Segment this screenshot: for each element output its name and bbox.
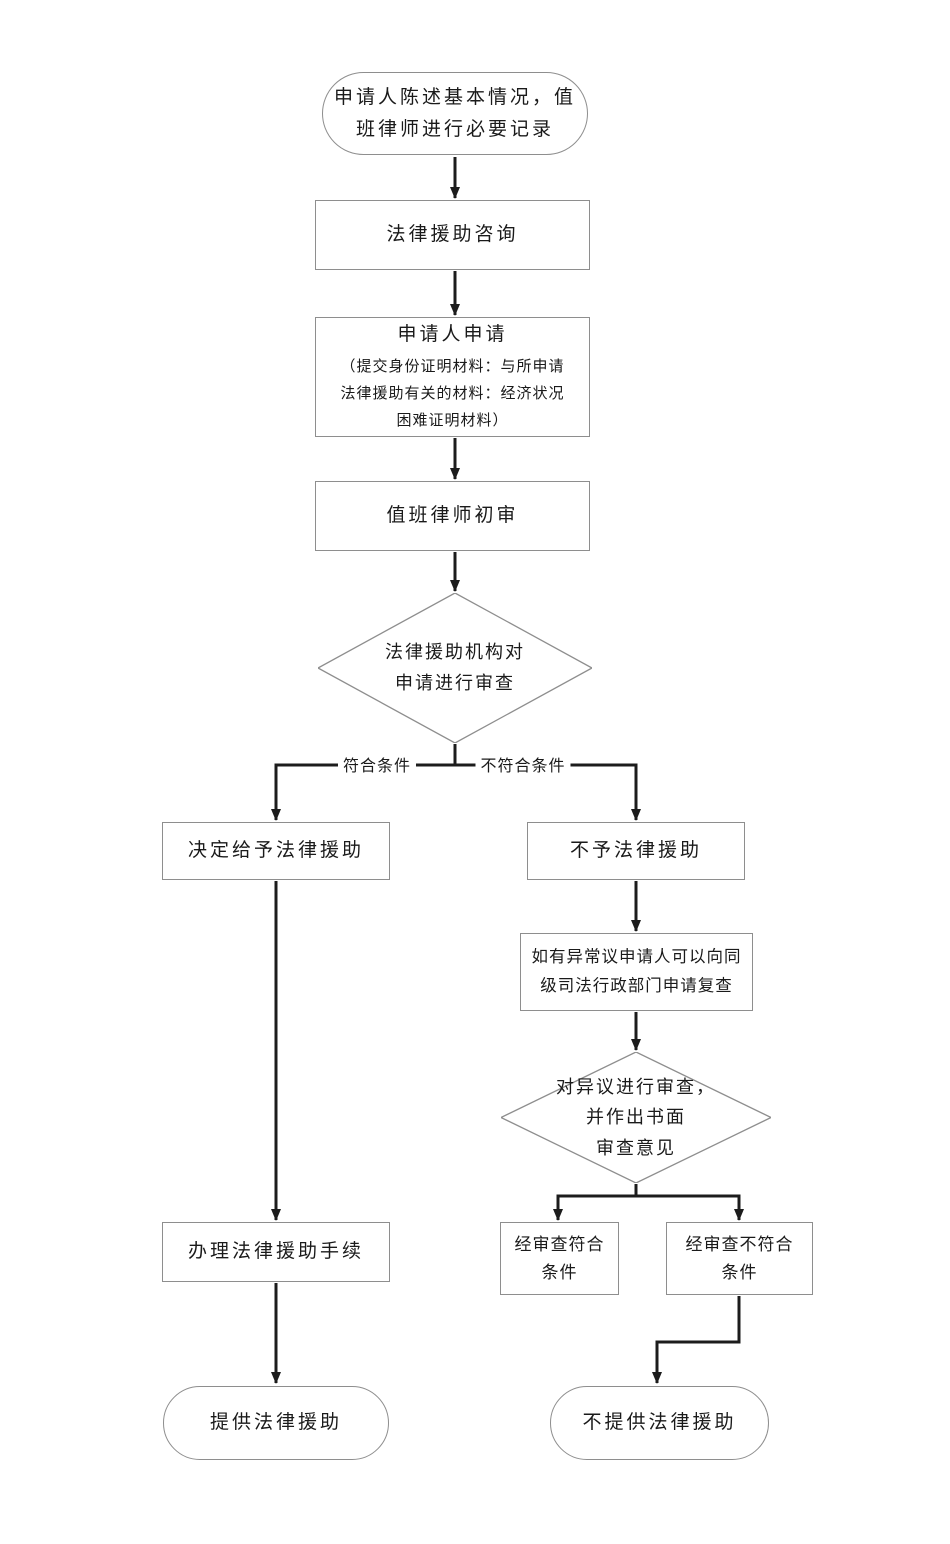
node-recheck-pass-label: 经审查符合 条件 — [514, 1235, 605, 1282]
node-review-decision-label: 法律援助机构对 申请进行审查 — [385, 642, 525, 693]
node-recheck-request: 如有异常议申请人可以向同 级司法行政部门申请复查 — [520, 933, 753, 1011]
node-handle-procedures: 办理法律援助手续 — [162, 1222, 390, 1282]
node-initial-review: 值班律师初审 — [315, 481, 590, 551]
node-grant-aid-label: 决定给予法律援助 — [187, 840, 364, 862]
node-start-label: 申请人陈述基本情况，值 班律师进行必要记录 — [333, 87, 576, 140]
node-applicant-apply: 申请人申请 （提交身份证明材料：与所申请 法律援助有关的材料：经济状况 困难证明… — [315, 317, 590, 437]
node-recheck-fail-label: 经审查不符合 条件 — [685, 1235, 794, 1282]
node-recheck-fail: 经审查不符合 条件 — [666, 1222, 813, 1295]
node-handle-procedures-label: 办理法律援助手续 — [187, 1241, 364, 1263]
decision-diamond-shape — [501, 1052, 771, 1183]
node-deny-aid: 不予法律援助 — [527, 822, 745, 880]
edge-label-unqualified: 不符合条件 — [475, 751, 571, 777]
node-deny-aid-label: 不予法律援助 — [569, 840, 702, 862]
edge-objection-review-to-fail — [634, 1184, 744, 1221]
node-objection-review-decision: 对异议进行审查， 并作出书面 审查意见 — [501, 1052, 771, 1183]
edge-objection-review-to-pass — [553, 1184, 638, 1221]
node-objection-review-decision-label: 对异议进行审查， 并作出书面 审查意见 — [556, 1076, 716, 1158]
node-provide-aid: 提供法律援助 — [163, 1386, 389, 1460]
edge-label-qualified: 符合条件 — [337, 751, 417, 777]
node-applicant-apply-detail: （提交身份证明材料：与所申请 法律援助有关的材料：经济状况 困难证明材料） — [340, 358, 565, 429]
node-recheck-pass: 经审查符合 条件 — [500, 1222, 619, 1295]
node-start: 申请人陈述基本情况，值 班律师进行必要记录 — [322, 72, 588, 155]
edge-fail-to-not-provide — [652, 1296, 741, 1384]
node-provide-aid-label: 提供法律援助 — [209, 1412, 342, 1434]
node-applicant-apply-label: 申请人申请 — [397, 324, 508, 346]
node-recheck-request-label: 如有异常议申请人可以向同 级司法行政部门申请复查 — [531, 947, 742, 995]
node-grant-aid: 决定给予法律援助 — [162, 822, 390, 880]
node-legal-aid-consult: 法律援助咨询 — [315, 200, 590, 270]
node-legal-aid-consult-label: 法律援助咨询 — [386, 224, 519, 246]
node-not-provide-aid: 不提供法律援助 — [550, 1386, 769, 1460]
node-not-provide-aid-label: 不提供法律援助 — [582, 1412, 737, 1434]
node-review-decision: 法律援助机构对 申请进行审查 — [318, 593, 592, 743]
decision-diamond-shape — [318, 593, 592, 743]
node-initial-review-label: 值班律师初审 — [386, 505, 519, 527]
